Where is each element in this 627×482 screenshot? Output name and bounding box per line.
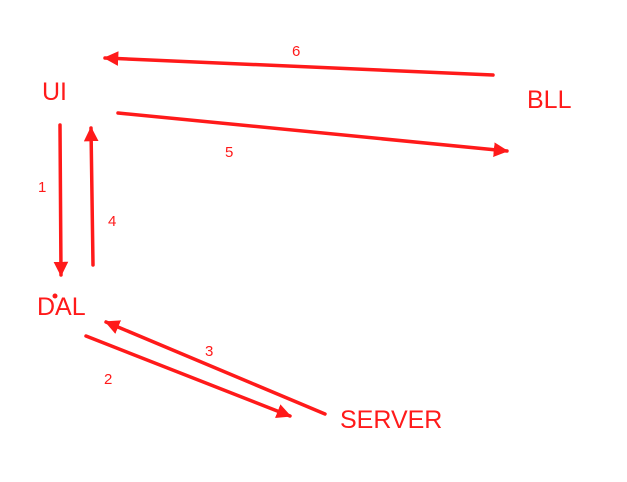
step-label-3: 3: [205, 343, 213, 360]
arrow-step-6: [103, 51, 495, 77]
step-label-5: 5: [225, 144, 233, 161]
arrow-step-3: [104, 320, 327, 416]
step-label-4: 4: [108, 213, 116, 230]
dal-marker-dot: [52, 293, 58, 299]
arrow-step-4: [83, 126, 99, 267]
node-ui-label: UI: [42, 78, 67, 106]
node-bll-label: BLL: [527, 86, 572, 114]
arrow-step-5: [116, 111, 509, 158]
node-dal-label: DAL: [37, 293, 86, 321]
arrow-step-1: [53, 123, 69, 277]
node-server-label: SERVER: [340, 406, 442, 434]
arrow-step-2: [84, 334, 292, 419]
step-label-6: 6: [292, 43, 300, 60]
step-label-1: 1: [38, 179, 46, 196]
step-label-2: 2: [104, 371, 112, 388]
